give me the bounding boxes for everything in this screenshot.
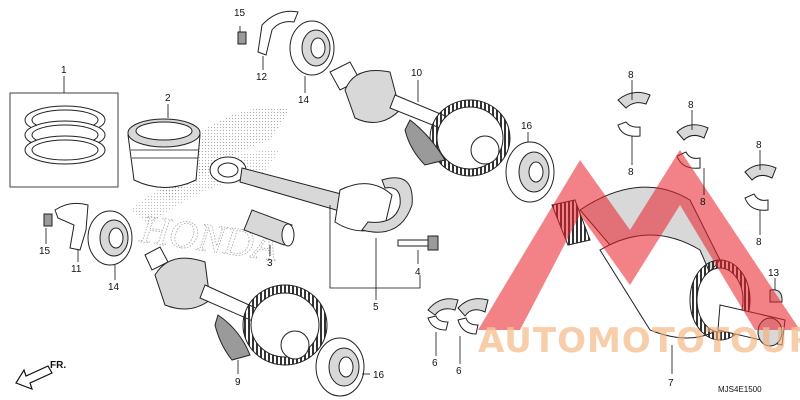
callout-labels: 1 2 3 4 5 6 6 7 8 8 8 8 8 8 9 10 11 12 1… <box>39 8 780 389</box>
upper-bearing-illustration <box>289 20 335 76</box>
callout-9: 9 <box>235 377 241 388</box>
right-bearing-upper-illustration <box>505 141 555 203</box>
callout-8c: 8 <box>688 100 694 111</box>
rod-bolt-illustration <box>397 235 439 251</box>
leader-lines <box>45 26 776 375</box>
callout-3: 3 <box>267 258 273 269</box>
callout-8f: 8 <box>756 237 762 248</box>
callout-10: 10 <box>411 68 423 79</box>
direction-label: FR. <box>50 360 66 371</box>
callout-8e: 8 <box>756 140 762 151</box>
piston-illustration <box>127 118 201 188</box>
svg-text:AUTOMOTOTOUR: AUTOMOTOTOUR <box>478 321 800 361</box>
callout-16a: 16 <box>521 121 533 132</box>
lower-setting-plate-illustration <box>43 202 89 251</box>
lower-balancer-shaft-illustration <box>144 246 328 366</box>
automototour-watermark: AUTOMOTOTOUR <box>478 150 800 361</box>
callout-8d: 8 <box>700 197 706 208</box>
callout-15b: 15 <box>39 246 51 257</box>
callout-11: 11 <box>71 264 82 275</box>
piston-rings-illustration <box>9 92 119 188</box>
piston-pin-illustration <box>243 209 295 247</box>
upper-balancer-shaft-illustration <box>329 61 511 177</box>
callout-4: 4 <box>415 267 421 278</box>
callout-1: 1 <box>61 65 67 76</box>
callout-6a: 6 <box>432 358 438 369</box>
callout-14b: 14 <box>108 282 120 293</box>
right-bearing-lower-illustration <box>315 337 365 397</box>
front-arrow-icon <box>15 365 53 391</box>
callout-14a: 14 <box>298 95 310 106</box>
main-bearing-shells-lower-illustration <box>427 298 489 335</box>
callout-16b: 16 <box>373 370 385 381</box>
callout-13: 13 <box>768 268 780 279</box>
callout-12: 12 <box>256 72 268 83</box>
callout-5: 5 <box>373 302 379 313</box>
rod-cap-illustration <box>361 177 413 233</box>
callout-2: 2 <box>165 93 171 104</box>
connecting-rod-illustration <box>209 156 393 232</box>
callout-15a: 15 <box>234 8 246 19</box>
callout-7: 7 <box>668 378 674 389</box>
diagram-code: MJS4E1500 <box>718 385 762 394</box>
lower-bearing-illustration <box>87 210 133 266</box>
callout-8b: 8 <box>628 167 634 178</box>
callout-6b: 6 <box>456 366 462 377</box>
callout-8a: 8 <box>628 70 634 81</box>
upper-setting-plate-illustration <box>237 10 299 56</box>
front-direction-indicator: FR. <box>15 360 66 391</box>
